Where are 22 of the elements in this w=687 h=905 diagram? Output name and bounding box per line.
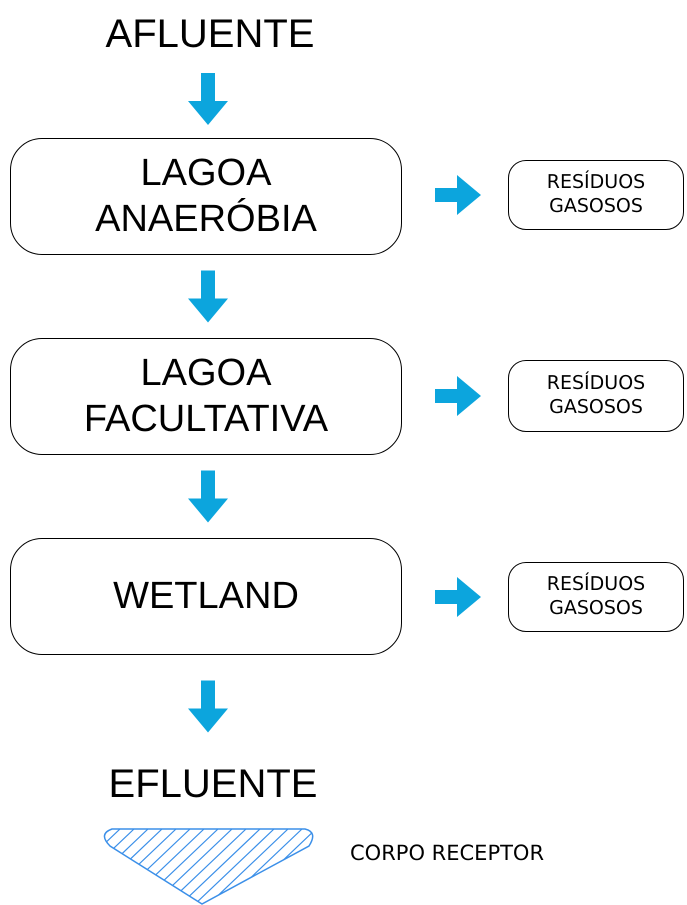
output-box <box>508 562 684 632</box>
arrow <box>435 376 481 416</box>
output-label: RESÍDUOS GASOSOS <box>546 372 646 420</box>
process-label: WETLAND <box>112 574 300 619</box>
stage-label: AFLUENTE <box>100 8 320 60</box>
output-box <box>508 160 684 230</box>
arrow <box>188 270 228 322</box>
process-label: LAGOA ANAERÓBIA <box>94 150 318 242</box>
stage-label: EFLUENTE <box>100 758 326 810</box>
process-box <box>10 538 402 655</box>
arrow <box>188 680 228 732</box>
process-box <box>10 338 402 455</box>
output-label: RESÍDUOS GASOSOS <box>546 171 646 219</box>
arrow <box>435 577 481 617</box>
water-body-label: CORPO RECEPTOR <box>350 841 544 865</box>
output-label: RESÍDUOS GASOSOS <box>546 573 646 621</box>
arrow <box>435 175 481 215</box>
process-box <box>10 138 402 255</box>
output-box <box>508 360 684 432</box>
arrow <box>188 73 228 125</box>
process-label: LAGOA FACULTATIVA <box>82 350 330 442</box>
arrow <box>188 470 228 522</box>
